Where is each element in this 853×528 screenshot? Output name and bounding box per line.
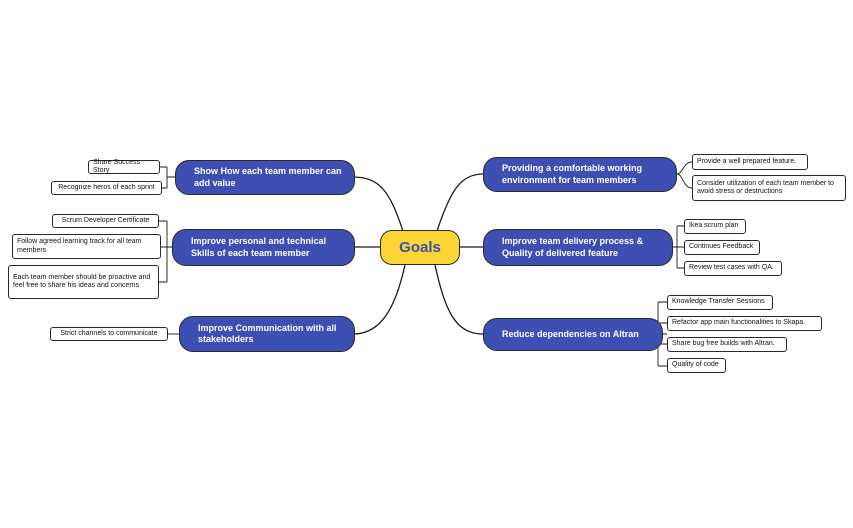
topic-reduce-dependencies-altran[interactable]: Reduce dependencies on Altran — [483, 318, 663, 351]
subtopic-proactive-ideas[interactable]: Each team member should be proactive and… — [8, 265, 159, 299]
topic-delivery-process-quality[interactable]: Improve team delivery process & Quality … — [483, 229, 673, 266]
connector-show-how-subtopics — [160, 166, 175, 189]
topic-improve-communication[interactable]: Improve Communication with all stakehold… — [179, 316, 355, 352]
connector-comfortable-env-subtopics — [676, 161, 693, 189]
topic-comfortable-environment[interactable]: Providing a comfortable working environm… — [483, 157, 677, 192]
subtopic-quality-of-code[interactable]: Quality of code — [667, 358, 726, 373]
topic-personal-technical-skills[interactable]: Improve personal and technical Skills of… — [172, 229, 355, 266]
connector-delivery-process-subtopics — [673, 225, 684, 269]
subtopic-recognize-heros[interactable]: Recognize heros of each sprint — [51, 181, 162, 195]
connector-goals-to-comfortable-env — [436, 173, 484, 232]
connector-goals-to-communication — [352, 264, 406, 335]
subtopic-knowledge-transfer[interactable]: Knowledge Transfer Sessions — [667, 295, 773, 310]
subtopic-refactor-skapa[interactable]: Refactor app main functionalities to Ska… — [667, 316, 822, 331]
subtopic-utilization-avoid-stress[interactable]: Consider utilization of each team member… — [692, 175, 846, 201]
connector-personal-skills-subtopics — [159, 220, 175, 283]
subtopic-share-success-story[interactable]: Share Success Story — [88, 159, 160, 174]
subtopic-ikea-scrum-plan[interactable]: Ikea scrum plan — [684, 219, 746, 234]
subtopic-review-test-cases[interactable]: Review test cases with QA. — [684, 261, 782, 276]
subtopic-well-prepared-feature[interactable]: Provide a well prepared feature. — [692, 154, 808, 170]
connector-goals-to-reduce-dependencies — [434, 264, 484, 335]
subtopic-share-bug-free-builds[interactable]: Share bug free builds with Altran. — [667, 337, 787, 352]
subtopic-scrum-developer-certificate[interactable]: Scrum Developer Certificate — [52, 214, 159, 228]
subtopic-learning-track[interactable]: Follow agreed learning track for all tea… — [12, 234, 161, 259]
subtopic-strict-channels[interactable]: Strict channels to communicate — [50, 327, 168, 341]
central-topic-goals[interactable]: Goals — [380, 230, 460, 265]
connector-goals-to-show-how — [352, 176, 404, 232]
topic-show-how-value[interactable]: Show How each team member can add value — [175, 160, 355, 195]
subtopic-continues-feedback[interactable]: Continues Feedback — [684, 240, 760, 255]
